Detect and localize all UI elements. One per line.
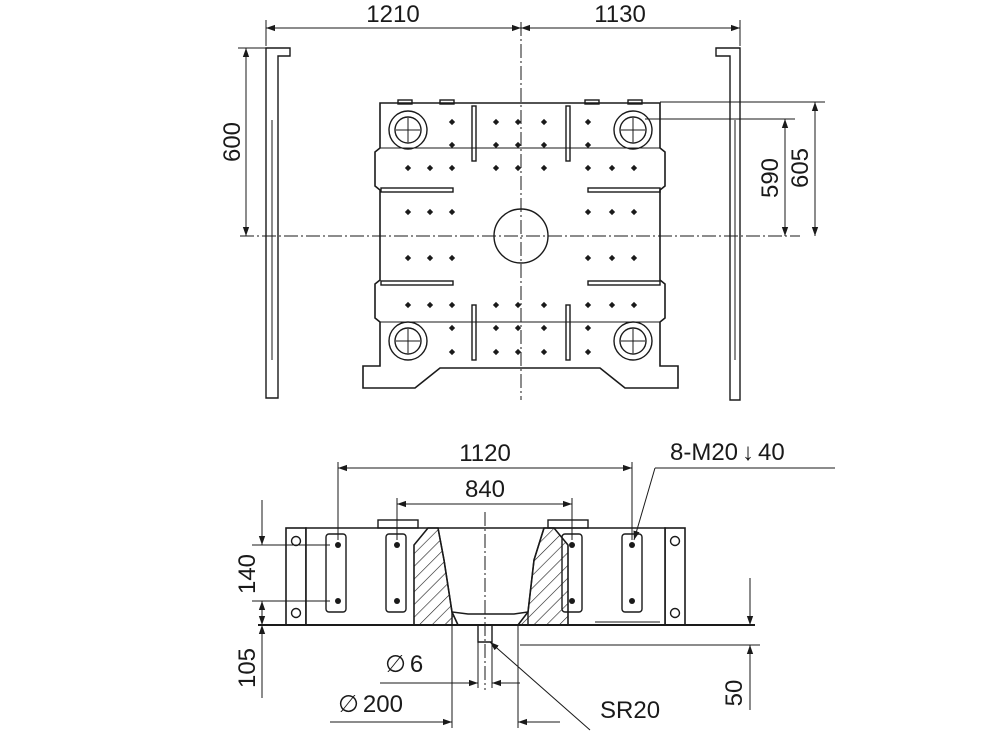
tapped-hole xyxy=(630,254,638,262)
slot-hole xyxy=(569,598,575,604)
right-rail xyxy=(715,47,741,401)
top-tab xyxy=(439,99,455,105)
slot-hole xyxy=(629,598,635,604)
tapped-hole xyxy=(448,301,456,309)
top-tab xyxy=(584,99,600,105)
tapped-hole xyxy=(492,324,500,332)
t-slot xyxy=(380,280,454,286)
slot-hole xyxy=(335,598,341,604)
top-tab xyxy=(627,99,643,105)
dim-d6-label: ∅6 xyxy=(385,651,423,678)
bowl-lip xyxy=(451,612,529,625)
top-lug xyxy=(547,519,589,529)
t-slot xyxy=(565,105,571,162)
tapped-hole xyxy=(492,301,500,309)
tapped-hole xyxy=(404,301,412,309)
slot-hole xyxy=(394,598,400,604)
t-slot xyxy=(587,280,661,286)
center-pin xyxy=(477,625,493,643)
slot-outline xyxy=(325,533,347,613)
callout-leader-arrow xyxy=(633,467,656,541)
tapped-hole xyxy=(584,254,592,262)
dim-1210-label: 1210 xyxy=(366,1,419,28)
t-slot xyxy=(565,304,571,361)
tapped-hole xyxy=(426,301,434,309)
tapped-hole xyxy=(492,348,500,356)
top-lug xyxy=(377,519,419,529)
dim-d200-label: ∅200 xyxy=(338,691,403,718)
t-slot xyxy=(471,304,477,361)
dim-1120-label: 1120 xyxy=(459,440,511,467)
dim-105-label: 105 xyxy=(234,648,261,688)
slot-hole xyxy=(569,542,575,548)
side-bar-right xyxy=(664,527,686,626)
bolt-head xyxy=(290,607,302,619)
slot-outline xyxy=(385,533,407,613)
bolt-head xyxy=(669,535,681,547)
bolt-head xyxy=(669,607,681,619)
dim-1130-label: 1130 xyxy=(594,1,646,28)
dim-140-label: 140 xyxy=(234,554,261,594)
left-rail xyxy=(265,47,291,399)
corner-boss xyxy=(613,110,653,150)
slot-hole xyxy=(335,542,341,548)
slot-hole xyxy=(394,542,400,548)
dim-600-label: 600 xyxy=(219,122,246,162)
dim-605-label: 605 xyxy=(787,148,814,188)
side-view: 1120 840 8-M20↓40 140 105 50 ∅6 ∅200 xyxy=(234,439,835,731)
t-slot xyxy=(471,105,477,162)
thread-callout-label: 8-M20↓40 xyxy=(670,439,785,466)
bowl-cavity xyxy=(437,527,545,615)
corner-boss xyxy=(388,321,428,361)
dim-50-label: 50 xyxy=(721,680,748,707)
t-slot xyxy=(587,187,661,193)
dim-840-label: 840 xyxy=(465,476,505,503)
top-view: 1210 1130 600 590 605 xyxy=(219,1,825,401)
tapped-hole xyxy=(608,254,616,262)
top-tab xyxy=(397,99,413,105)
dim-590-label: 590 xyxy=(757,158,784,198)
sr20-leader xyxy=(489,641,591,731)
t-slot xyxy=(380,187,454,193)
side-bar-left xyxy=(285,527,307,626)
tapped-hole xyxy=(448,348,456,356)
corner-boss xyxy=(388,110,428,150)
corner-boss xyxy=(613,321,653,361)
dim-sr20-label: SR20 xyxy=(600,697,660,724)
slot-hole xyxy=(629,542,635,548)
tapped-hole xyxy=(448,324,456,332)
